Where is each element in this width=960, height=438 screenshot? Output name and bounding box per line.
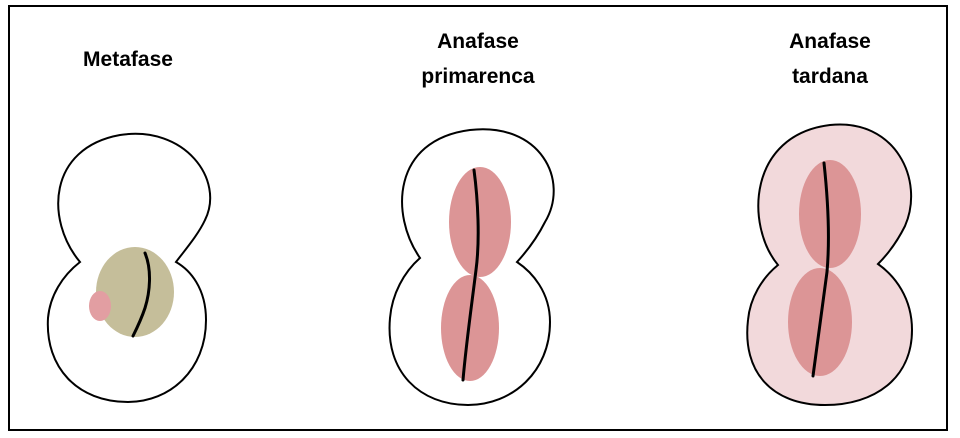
chromatid-mass-upper-anafase-tardana bbox=[799, 160, 861, 268]
cell-anafase-primarenca bbox=[390, 129, 554, 405]
vacuole-metafase bbox=[89, 291, 111, 321]
cell-metafase bbox=[48, 134, 210, 402]
chromatid-mass-upper-anafase-primarenca bbox=[449, 167, 511, 277]
nucleus-metafase bbox=[96, 247, 174, 337]
cell-anafase-tardana bbox=[747, 124, 912, 405]
